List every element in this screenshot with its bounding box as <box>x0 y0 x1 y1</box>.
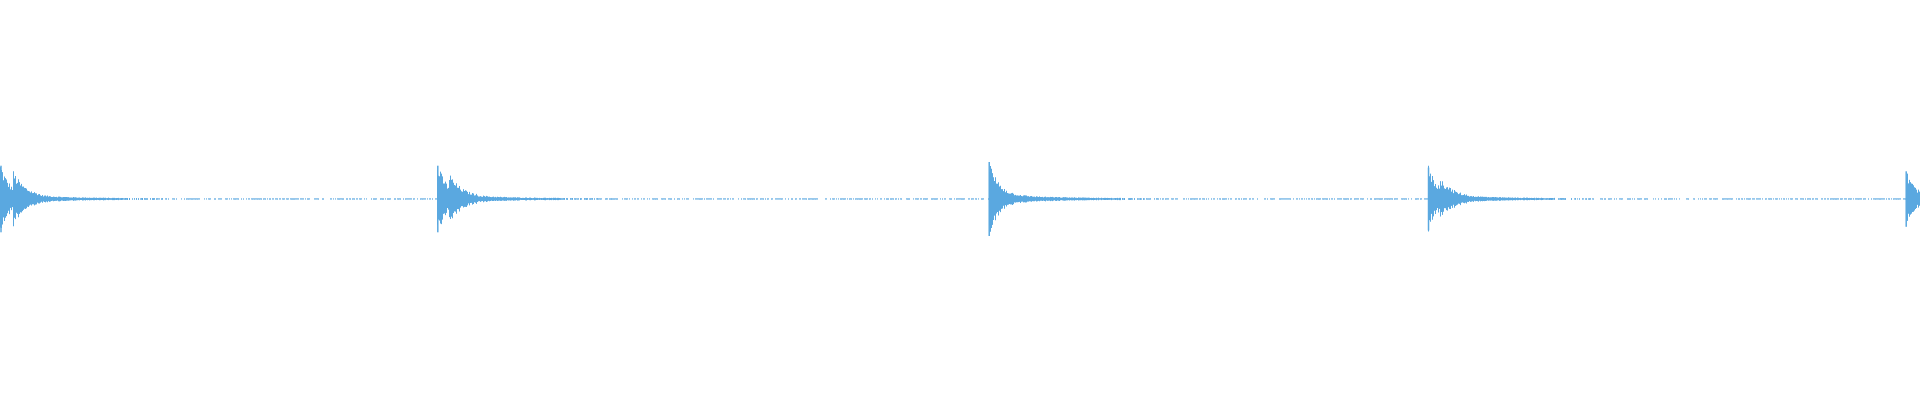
waveform-samples <box>0 165 1920 232</box>
waveform-channel <box>0 162 1920 236</box>
